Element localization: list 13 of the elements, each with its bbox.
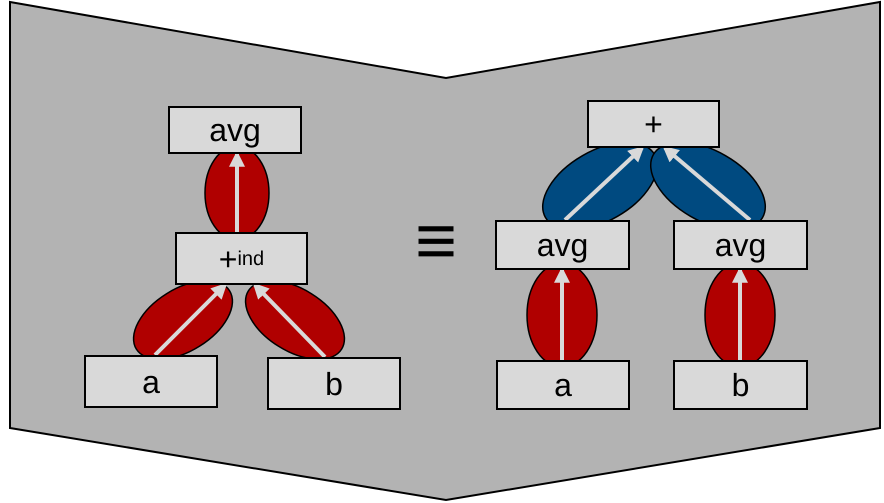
operator-box: avg [673,220,808,270]
arrow [564,146,644,222]
equivalence-sign: ≡ [415,205,458,277]
operator-box: a [496,360,630,410]
operator-box: avg [168,106,302,154]
operator-box: b [267,357,401,410]
operator-box: a [84,355,218,408]
arrow [662,146,752,222]
operator-box: avg [495,220,630,270]
operator-box: + [587,100,720,148]
arrow [252,282,326,358]
arrow [154,282,228,356]
operator-box: b [673,360,808,410]
